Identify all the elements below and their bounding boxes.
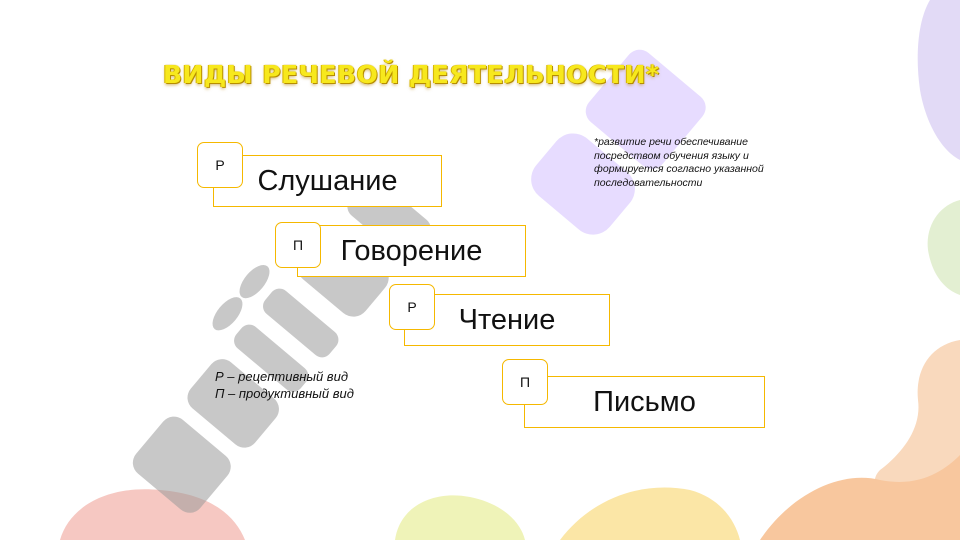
activity-badge: П: [275, 222, 321, 268]
green-blob-right: [927, 200, 960, 295]
slide-title: ВИДЫ РЕЧЕВОЙ ДЕЯТЕЛЬНОСТИ*: [163, 60, 660, 89]
activity-badge: Р: [389, 284, 435, 330]
activity-label: Письмо: [593, 385, 696, 418]
legend-productive: П – продуктивный вид: [215, 386, 354, 401]
pink-blob-bottom-left: [60, 489, 245, 540]
legend-receptive: Р – рецептивный вид: [215, 369, 349, 384]
activity-box-writing: Письмо: [524, 376, 765, 428]
activity-label: Говорение: [340, 234, 483, 267]
lime-blob-bottom: [395, 495, 525, 540]
activity-box-reading: Чтение: [404, 294, 610, 346]
yellow-blob-bottom: [560, 487, 740, 540]
activity-badge: П: [502, 359, 548, 405]
activity-label: Чтение: [458, 303, 556, 336]
footnote: *развитие речи обеспечивание посредством…: [594, 136, 764, 189]
activity-badge: Р: [197, 142, 243, 188]
legend: Р – рецептивный вид П – продуктивный вид: [215, 368, 435, 402]
purple-blob-top-right: [917, 0, 960, 160]
orange-blob-bottom-right: [760, 455, 960, 540]
activity-label: Слушание: [257, 164, 398, 197]
activity-box-speaking: Говорение: [297, 225, 526, 277]
activity-box-listening: Слушание: [213, 155, 442, 207]
